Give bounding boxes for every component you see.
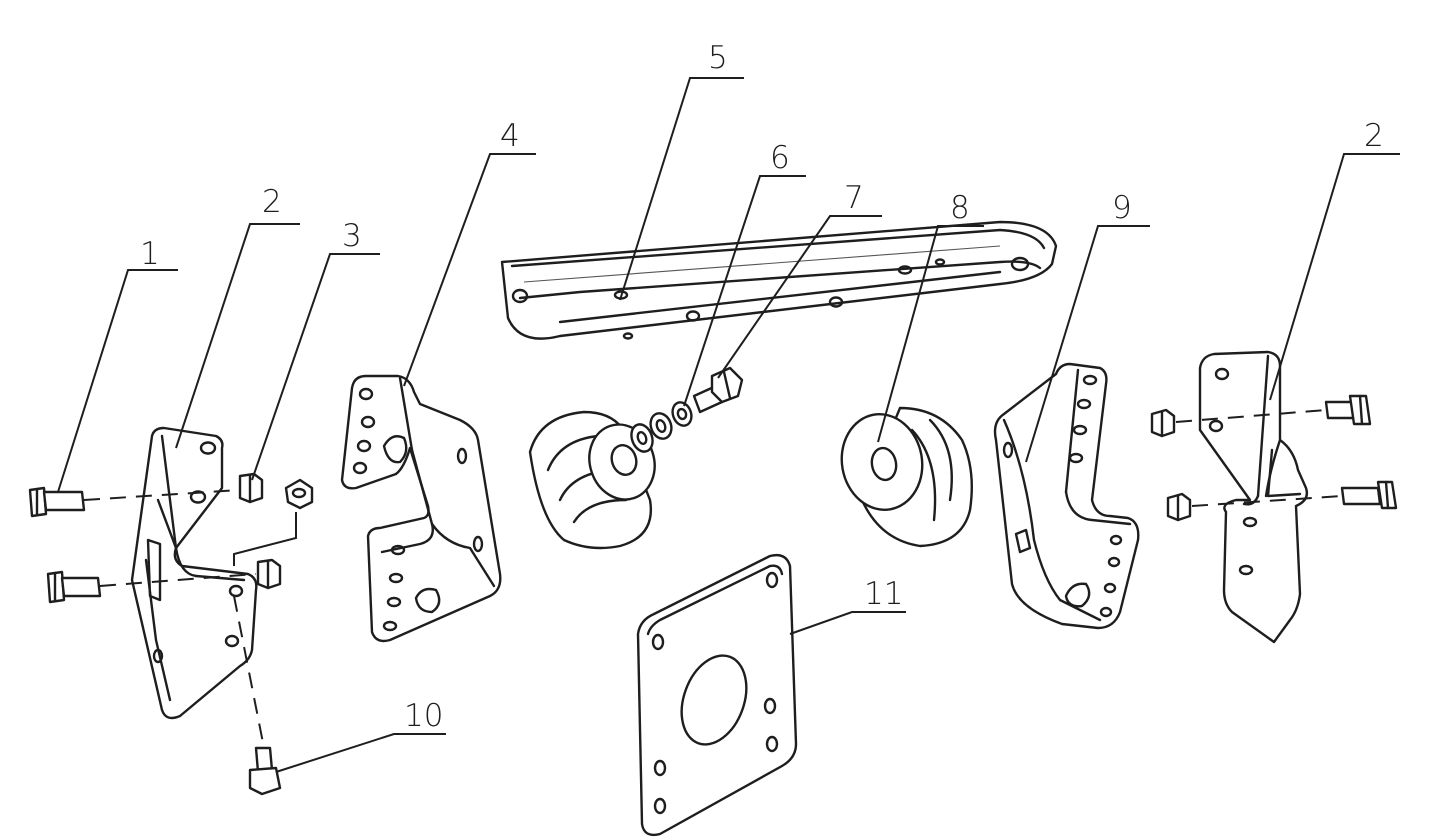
part-4-bracket [340,374,502,643]
part-1-bolt-upper [28,486,86,518]
callout-5: 5 [708,40,728,76]
bolt-right-lower [1340,480,1398,510]
callout-8: 8 [950,190,970,226]
callout-3: 3 [342,218,362,254]
part-10-bolt [248,746,282,796]
part-3-nut-lower [256,558,282,590]
part-3-nut-upper [238,472,264,504]
part-5-channel-beam [500,220,1058,340]
part-1-bolt-lower [46,570,102,604]
callout-1: 1 [140,236,160,272]
part-6-washers [630,401,693,453]
part-7-bolt [692,366,744,414]
leader-lines [57,77,1400,773]
part-2-left-bracket [130,426,258,720]
part-11-plate [636,553,798,837]
callout-4: 4 [500,118,520,154]
assembly-line-2 [99,573,257,587]
callout-2-right: 2 [1364,118,1384,154]
callout-11: 11 [864,576,903,612]
assembly-line-4 [233,512,297,566]
callout-2-left: 2 [262,184,282,220]
callout-7: 7 [844,180,864,216]
nut-top [284,478,314,510]
part-2-right-bracket [1198,350,1309,644]
callout-labels: 1 2 3 4 5 6 7 8 9 2 10 11 [140,40,1384,734]
callout-9: 9 [1112,190,1132,226]
nut-right-lower [1166,492,1192,522]
callout-6: 6 [770,140,790,176]
part-9-bracket [993,362,1140,630]
assembly-line-1 [83,489,241,501]
part-8-rubber-mount [840,406,973,548]
callout-10: 10 [404,698,443,734]
nut-right-upper [1150,408,1176,438]
bolt-right-upper [1324,394,1372,426]
